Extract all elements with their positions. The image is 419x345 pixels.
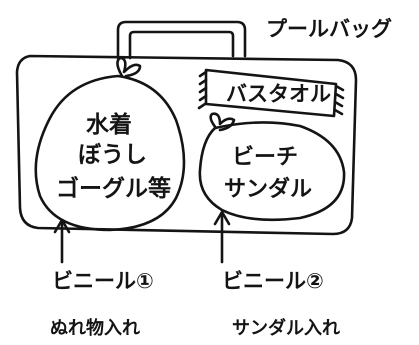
- bag-2-label: ビニール②: [222, 269, 324, 293]
- bag-1-label: ビニール①: [52, 269, 154, 293]
- bag-1-line-2: ぼうし: [78, 142, 147, 168]
- plastic-bag-2-icon: [198, 112, 346, 222]
- diagram-title: プールバッグ: [266, 17, 392, 41]
- bag-1-sublabel: ぬれ物入れ: [50, 317, 140, 339]
- towel-icon: [197, 68, 345, 118]
- bag-1-line-1: 水着: [86, 111, 132, 138]
- bag-1-line-3: ゴーグル等: [56, 175, 171, 202]
- plastic-bag-1-icon: [34, 56, 186, 232]
- bag-2-sublabel: サンダル入れ: [232, 317, 340, 339]
- arrow-to-bag-1: [53, 218, 71, 264]
- towel-label: バスタオル: [226, 82, 331, 106]
- bag-2-line-2: サンダル: [224, 176, 312, 202]
- bag-body: [15, 54, 358, 236]
- arrow-to-bag-2: [213, 210, 231, 264]
- bag-2-line-1: ビーチ: [232, 145, 298, 170]
- bag-handle: [116, 20, 247, 60]
